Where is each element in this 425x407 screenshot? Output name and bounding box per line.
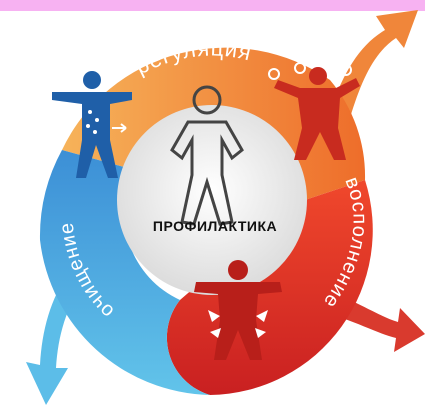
red-person-juggling-icon bbox=[274, 67, 360, 160]
center-person-icon bbox=[170, 85, 244, 226]
blue-arrows-icon bbox=[57, 123, 127, 133]
blue-person-icon bbox=[52, 71, 132, 178]
top-band bbox=[0, 0, 425, 11]
juggling-balls-icon bbox=[268, 62, 352, 80]
arrow-right bbox=[342, 300, 425, 352]
arrow-top-right bbox=[330, 10, 418, 118]
inward-arrows-icon bbox=[208, 310, 268, 338]
ring-segment-blue bbox=[39, 150, 210, 395]
center-label: ПРОФИЛАКТИКА bbox=[152, 218, 278, 234]
red-person-bottom-icon bbox=[194, 260, 282, 360]
